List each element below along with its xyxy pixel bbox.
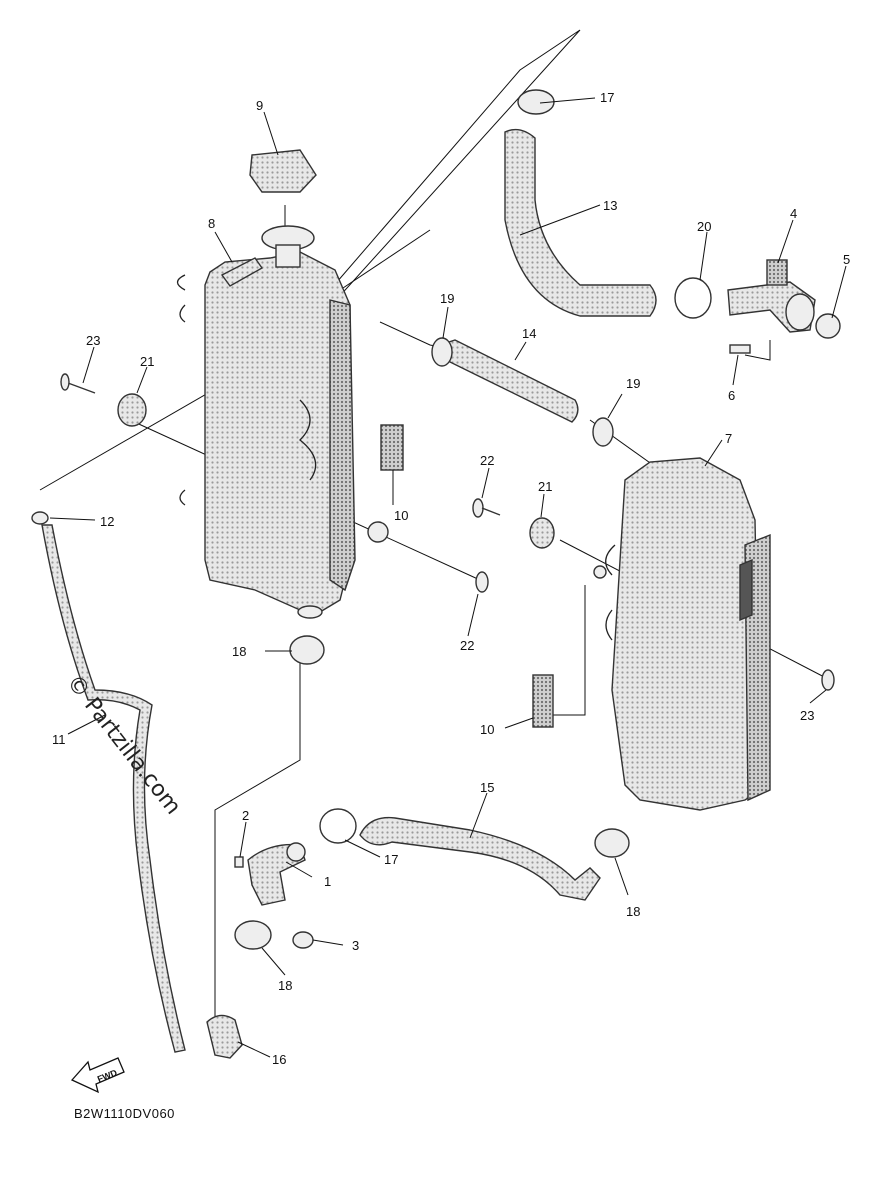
callout-11: 11 <box>52 732 66 747</box>
hose-clamp-19-lower <box>592 417 614 447</box>
callout-17-bottom: 17 <box>384 852 398 867</box>
callout-7: 7 <box>725 431 732 446</box>
callout-10-left: 10 <box>394 508 408 523</box>
callout-18-right: 18 <box>626 904 640 919</box>
callout-13: 13 <box>603 198 617 213</box>
joint-bolt-2 <box>234 856 244 868</box>
callout-10-right: 10 <box>480 722 494 737</box>
callout-21-right: 21 <box>538 479 552 494</box>
right-radiator <box>593 457 771 811</box>
callout-18-bottom: 18 <box>278 978 292 993</box>
upper-hose <box>504 128 657 317</box>
bolt-22-right-top <box>472 498 501 518</box>
callout-23-right: 23 <box>800 708 814 723</box>
callout-19-top: 19 <box>440 291 454 306</box>
callout-14: 14 <box>522 326 536 341</box>
lower-short-hose <box>206 1014 243 1059</box>
callout-8: 8 <box>208 216 215 231</box>
bolt-22-lower <box>475 571 489 593</box>
callout-9: 9 <box>256 98 263 113</box>
callout-labels: 1 2 3 4 5 6 7 8 9 10 10 11 12 13 14 15 1… <box>52 90 850 1067</box>
overflow-hose-clip <box>31 511 49 525</box>
callout-17-top: 17 <box>600 90 614 105</box>
callout-22-bottom: 22 <box>460 638 474 653</box>
fwd-arrow-icon: FWD <box>70 1057 125 1094</box>
hose-clamp-18-upper <box>289 635 325 665</box>
radiator-fin-left <box>380 424 404 471</box>
diagram-code: B2W1110DV060 <box>74 1106 175 1121</box>
hose-clamp-18-lower <box>234 920 272 950</box>
grommet-21-right <box>529 517 555 549</box>
callout-4: 4 <box>790 206 797 221</box>
radiator-cap <box>249 149 317 193</box>
callout-2: 2 <box>242 808 249 823</box>
hose-clamp-20 <box>674 277 712 319</box>
hose-clamp-18-right <box>594 828 630 858</box>
hose-clamp-19-upper <box>431 337 453 367</box>
callout-leaders <box>49 97 847 1058</box>
callout-5: 5 <box>843 252 850 267</box>
callout-20: 20 <box>697 219 711 234</box>
lower-hose <box>359 816 601 901</box>
callout-15: 15 <box>480 780 494 795</box>
joint-bolt <box>729 344 751 354</box>
callout-6: 6 <box>728 388 735 403</box>
callout-3: 3 <box>352 938 359 953</box>
hose-clamp-17-lower <box>319 808 357 844</box>
pipe-joint-1 <box>247 842 306 906</box>
callout-19-right: 19 <box>626 376 640 391</box>
overflow-hose <box>41 524 186 1053</box>
left-radiator <box>176 225 389 619</box>
bolt-23-left <box>60 373 96 394</box>
joint-cap <box>815 313 841 339</box>
callout-23-left: 23 <box>86 333 100 348</box>
grommet-21-left <box>117 393 147 427</box>
callout-16: 16 <box>272 1052 286 1067</box>
bolt-23-right <box>821 669 835 691</box>
callout-22-top: 22 <box>480 453 494 468</box>
hose-14 <box>438 339 579 423</box>
hose-joint <box>727 259 816 333</box>
joint-seal-3 <box>292 931 314 949</box>
radiator-fin-right <box>532 674 554 728</box>
callout-18-left: 18 <box>232 644 246 659</box>
callout-1: 1 <box>324 874 331 889</box>
callout-21-left: 21 <box>140 354 154 369</box>
callout-12: 12 <box>100 514 114 529</box>
